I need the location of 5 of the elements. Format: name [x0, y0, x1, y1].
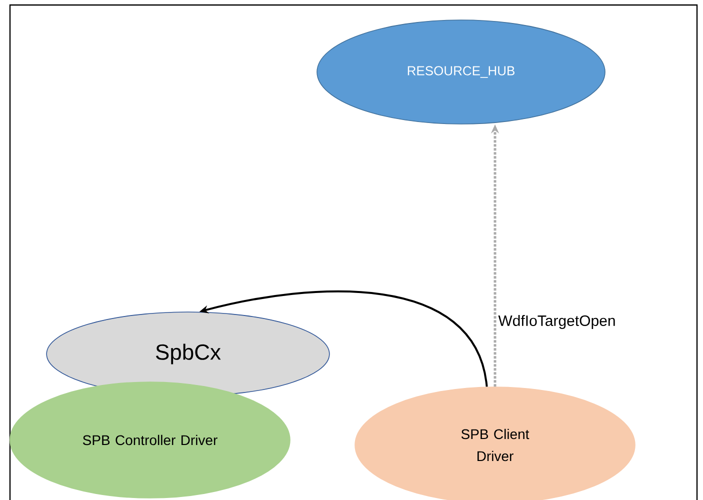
- ellipse-node: SpbCx: [46, 312, 330, 396]
- edge-label: WdfIoTargetOpen: [498, 315, 615, 329]
- ellipse-node: SPB Controller Driver: [10, 382, 290, 498]
- ellipse-node: RESOURCE_HUB: [316, 20, 606, 124]
- ellipse-node: SPB Client Driver: [354, 386, 636, 500]
